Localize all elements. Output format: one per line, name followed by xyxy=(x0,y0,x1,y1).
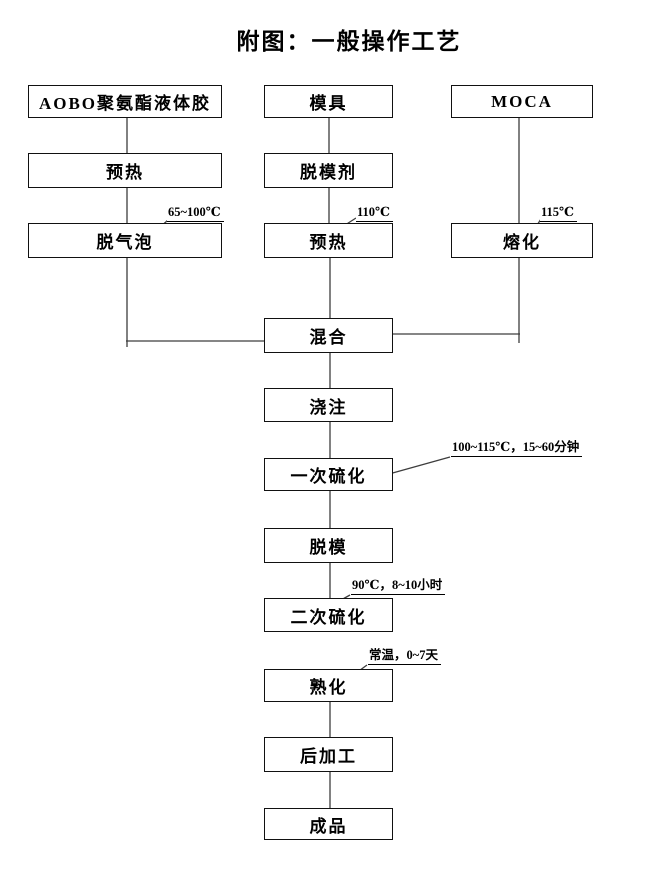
annotation-cure2-cond: 90℃，8~10小时 xyxy=(351,578,446,595)
annotation-cure1-cond: 100~115℃，15~60分钟 xyxy=(451,440,583,457)
node-release-agent: 脱模剂 xyxy=(264,153,393,188)
node-melt: 熔化 xyxy=(451,223,593,258)
node-degas: 脱气泡 xyxy=(28,223,222,258)
node-product: 成品 xyxy=(264,808,393,840)
node-aobo: AOBO聚氨酯液体胶 xyxy=(28,85,222,118)
node-cure2: 二次硫化 xyxy=(264,598,393,632)
node-moca: MOCA xyxy=(451,85,593,118)
node-cure1: 一次硫化 xyxy=(264,458,393,491)
annotation-preheat-temp: 110℃ xyxy=(356,205,394,222)
node-mature: 熟化 xyxy=(264,669,393,702)
page-title: 附图：一般操作工艺 xyxy=(236,29,462,54)
node-mix: 混合 xyxy=(264,318,393,353)
node-pour: 浇注 xyxy=(264,388,393,422)
node-preheat-mid: 预热 xyxy=(264,223,393,258)
node-postprocess: 后加工 xyxy=(264,737,393,772)
leader-cure1-cond xyxy=(388,456,451,475)
annotation-degas-temp: 65~100℃ xyxy=(167,205,224,222)
node-demold: 脱模 xyxy=(264,528,393,563)
node-preheat-left: 预热 xyxy=(28,153,222,188)
node-mold: 模具 xyxy=(264,85,393,118)
annotation-mature-cond: 常温，0~7天 xyxy=(368,648,442,665)
annotation-melt-temp: 115℃ xyxy=(540,205,578,222)
